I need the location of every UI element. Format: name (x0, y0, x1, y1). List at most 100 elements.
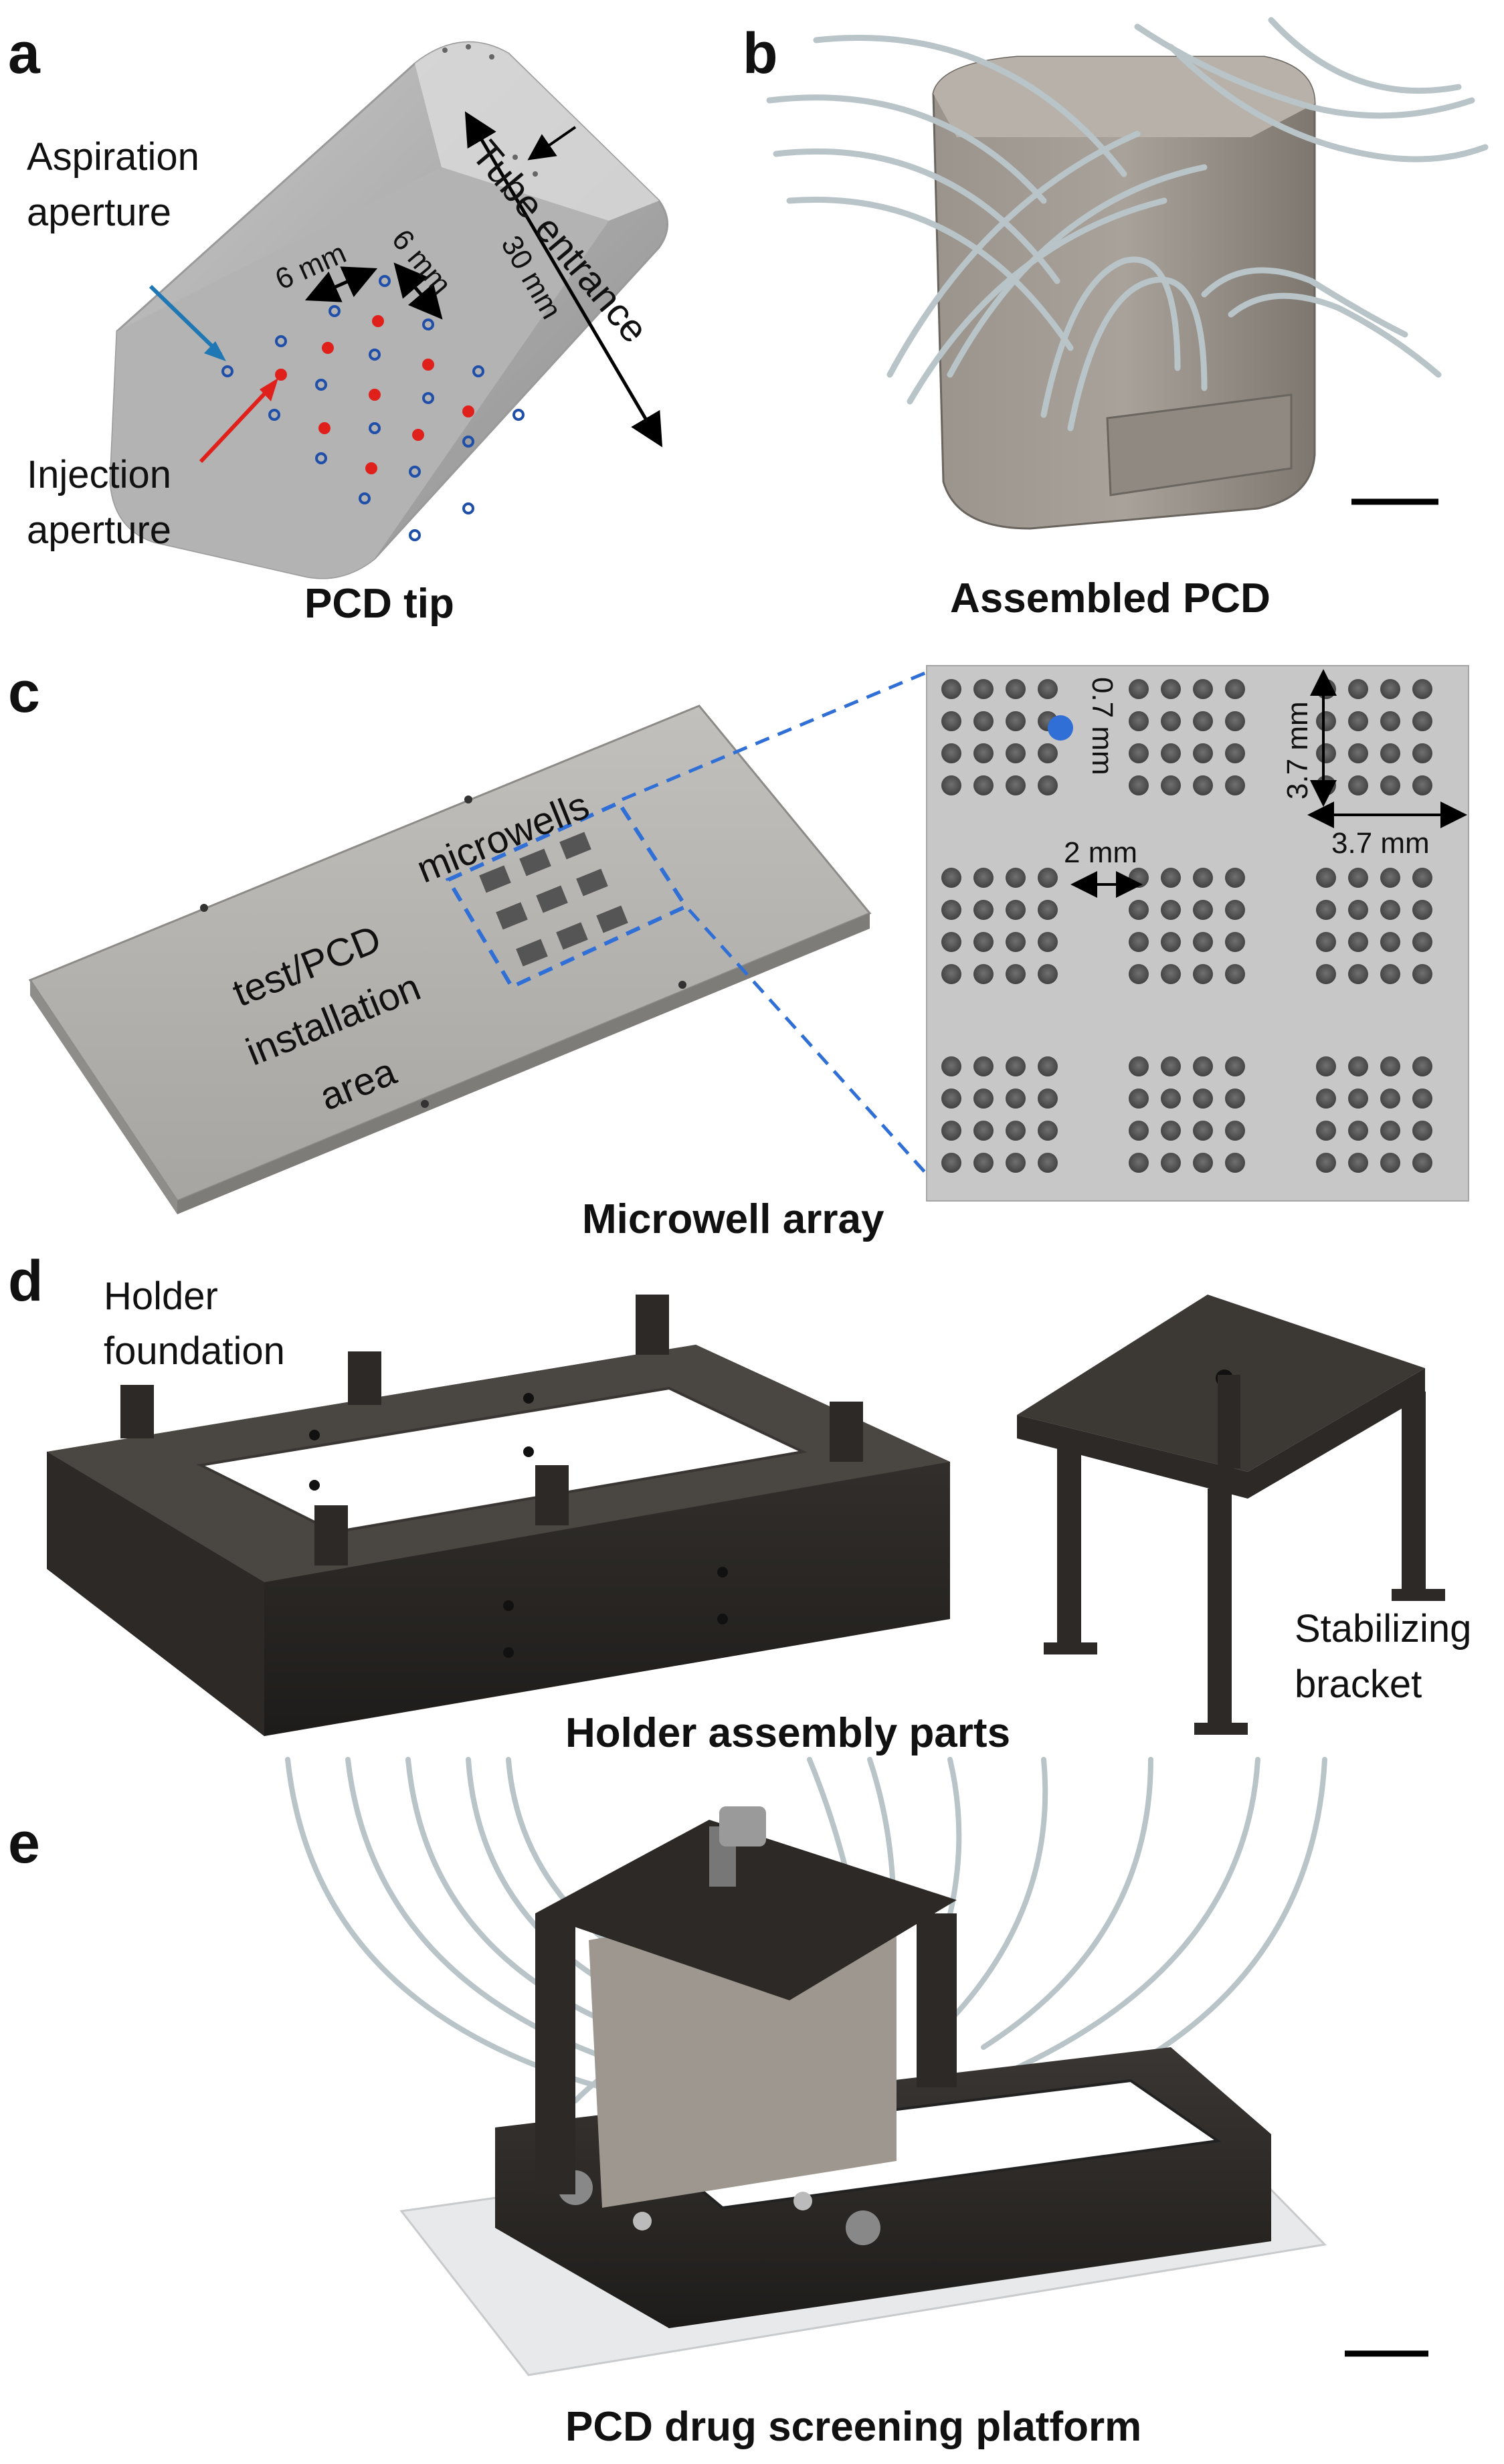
microwell (973, 711, 994, 731)
microwell (1161, 1121, 1181, 1141)
microwell (1161, 1056, 1181, 1076)
microwell (1006, 775, 1026, 795)
microwell (1412, 932, 1432, 952)
highlighted-well (1048, 715, 1073, 741)
microwell (1225, 711, 1245, 731)
microwell (1129, 775, 1149, 795)
microwell (1380, 1056, 1400, 1076)
panel-c-letter: c (8, 660, 40, 725)
microwell (1006, 964, 1026, 984)
microwell (1316, 1088, 1336, 1109)
microwell (1412, 964, 1432, 984)
microwell (1193, 900, 1213, 920)
microwell (1225, 775, 1245, 795)
microwell (1006, 1056, 1026, 1076)
microwell (1193, 743, 1213, 763)
holder-foundation-line1: Holder (104, 1274, 218, 1318)
microwell (941, 1153, 961, 1173)
microwell (1006, 900, 1026, 920)
tubing-bundle-b (766, 17, 1489, 432)
microwell (1316, 868, 1336, 888)
microwell (1193, 775, 1213, 795)
microwell (1129, 1153, 1149, 1173)
microwell (1316, 900, 1336, 920)
microwell (973, 1056, 994, 1076)
assembled-pcd-model (932, 56, 1316, 530)
microwell (973, 775, 994, 795)
microwell (1412, 900, 1432, 920)
aspiration-label-line2: aperture (27, 191, 172, 234)
microwell (1316, 743, 1336, 763)
microwell (1038, 868, 1058, 888)
microwell (1348, 932, 1368, 952)
microwell (1225, 932, 1245, 952)
microwell (1225, 900, 1245, 920)
platform-pcd-and-bracket (535, 1806, 957, 2208)
microwell (1380, 1121, 1400, 1141)
holder-foundation-line2: foundation (104, 1329, 285, 1373)
dimension-37mm-horizontal-label: 3.7 mm (1331, 827, 1430, 860)
holder-foundation-model (47, 1295, 950, 1736)
dimension-6mm-a-line (304, 266, 378, 302)
microwell (1412, 679, 1432, 699)
microwell (1193, 1088, 1213, 1109)
microwell (973, 964, 994, 984)
microwell (1380, 868, 1400, 888)
microwell (1006, 932, 1026, 952)
microwell (1161, 1153, 1181, 1173)
microwell (1380, 1153, 1400, 1173)
microwell (1161, 711, 1181, 731)
stabilizing-bracket-line1: Stabilizing (1295, 1607, 1472, 1650)
microwell (1006, 1088, 1026, 1109)
microwell (1129, 900, 1149, 920)
microwell (1348, 1056, 1368, 1076)
microwell (1316, 964, 1336, 984)
caption-holder-assembly: Holder assembly parts (565, 1710, 1011, 1756)
microwell (973, 932, 994, 952)
microwell (1225, 1088, 1245, 1109)
caption-microwell-array: Microwell array (582, 1196, 884, 1242)
microwell (1006, 868, 1026, 888)
stabilizing-bracket-line2: bracket (1295, 1663, 1422, 1706)
microwell (1129, 743, 1149, 763)
dimension-2mm-label: 2 mm (1064, 836, 1137, 869)
panel-b-letter: b (743, 21, 778, 86)
microwell (1038, 1121, 1058, 1141)
aspiration-arrow (149, 284, 223, 357)
microwell (1412, 868, 1432, 888)
aspiration-label-line1: Aspiration (27, 135, 199, 179)
microwell (1193, 1056, 1213, 1076)
microwell (973, 1121, 994, 1141)
microwell (941, 868, 961, 888)
microwell (1348, 679, 1368, 699)
microwell (1412, 743, 1432, 763)
microwell (1316, 711, 1336, 731)
caption-assembled-pcd: Assembled PCD (950, 575, 1271, 622)
aspiration-arrowhead (204, 341, 226, 361)
microwell (1193, 932, 1213, 952)
microwell (1038, 1153, 1058, 1173)
microwell (1412, 1056, 1432, 1076)
microwell (1129, 679, 1149, 699)
microwell (941, 1121, 961, 1141)
dimension-37mm-vertical-label: 3.7 mm (1281, 701, 1314, 799)
microwell (1316, 1153, 1336, 1173)
microwell (1161, 868, 1181, 888)
microwell (1380, 743, 1400, 763)
microwell (1225, 743, 1245, 763)
injection-arrow (199, 383, 275, 464)
microwell (1006, 1153, 1026, 1173)
microwell (1225, 1056, 1245, 1076)
microwell (1380, 900, 1400, 920)
microwell (1161, 679, 1181, 699)
zoom-line-top (622, 670, 927, 801)
microwell (1316, 679, 1336, 699)
microwell (1129, 1056, 1149, 1076)
microwell (1412, 711, 1432, 731)
microwell (1161, 932, 1181, 952)
microwell (1348, 711, 1368, 731)
microwell (1225, 1153, 1245, 1173)
dimension-30mm-line (464, 111, 663, 448)
microwell (1316, 1121, 1336, 1141)
